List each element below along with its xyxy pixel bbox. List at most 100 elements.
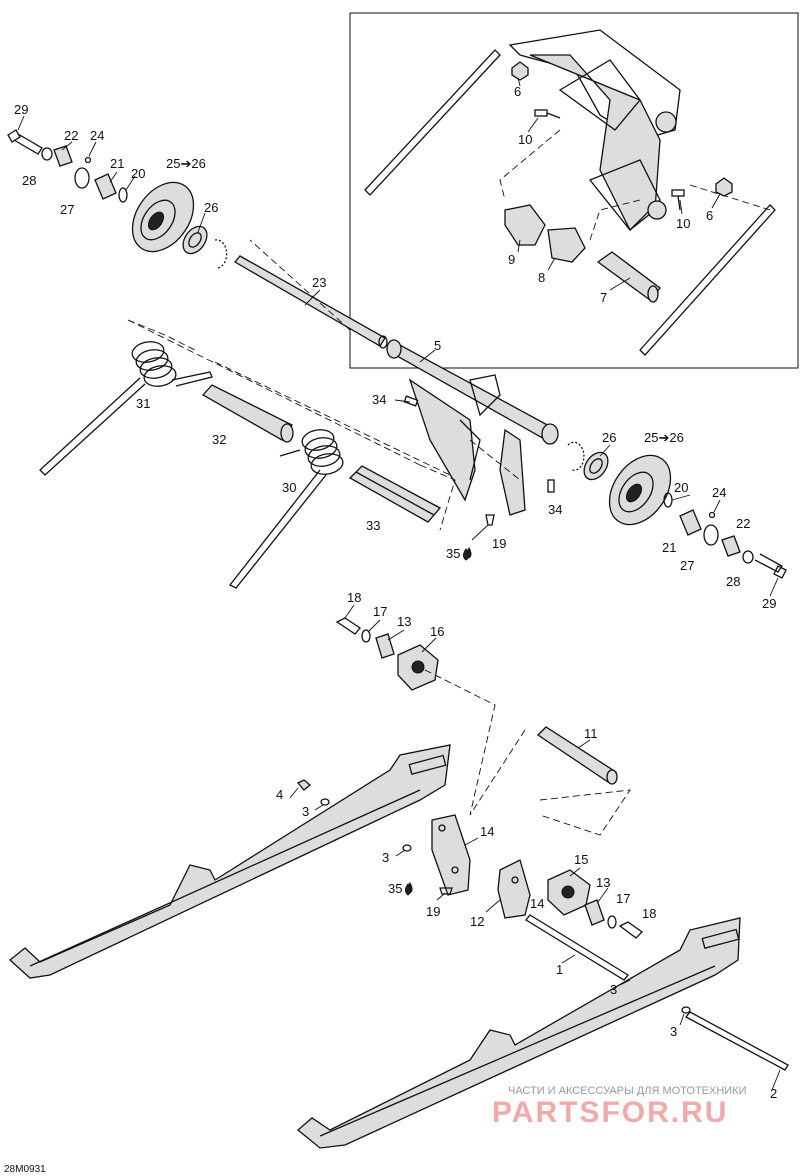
callout-2: 2 <box>770 1086 777 1101</box>
washer-28-left <box>41 147 53 161</box>
callout-4: 4 <box>276 787 283 802</box>
callout-14-top: 14 <box>480 824 494 839</box>
pin-24-right <box>708 511 716 519</box>
washer-27-left <box>74 167 90 189</box>
callout-13-top: 13 <box>397 614 411 629</box>
callout-5: 5 <box>434 338 441 353</box>
pin-24-left <box>84 156 92 164</box>
callout-34-right: 34 <box>548 502 562 517</box>
callout-34-left: 34 <box>372 392 386 407</box>
callout-3-a: 3 <box>302 804 309 819</box>
callout-17-top: 17 <box>373 604 387 619</box>
callout-23: 23 <box>312 275 326 290</box>
callout-24-right: 24 <box>712 485 726 500</box>
callout-6-inset-top: 6 <box>514 84 521 99</box>
callout-27-right: 27 <box>680 558 694 573</box>
washer-17-bottom <box>607 915 617 929</box>
callout-14-bottom: 14 <box>530 896 544 911</box>
watermark-tagline: ЧАСТИ И АКСЕССУАРЫ ДЛЯ МОТОТЕХНИКИ <box>508 1085 747 1097</box>
wheel-25-right <box>608 454 672 526</box>
callout-16: 16 <box>430 624 444 639</box>
callout-6-inset-right: 6 <box>706 208 713 223</box>
rail-left <box>8 744 451 979</box>
callout-18-bottom: 18 <box>642 906 656 921</box>
callout-9: 9 <box>508 252 515 267</box>
wheel-25-left <box>131 181 195 253</box>
callout-25-26-right: 25➔26 <box>644 430 684 445</box>
callout-3-d: 3 <box>670 1024 677 1039</box>
bushing-13-top <box>375 633 395 659</box>
callout-20-top: 20 <box>131 166 145 181</box>
bearing-26-right <box>583 451 609 481</box>
shaft-11 <box>536 726 618 785</box>
shaft-23 <box>234 255 388 349</box>
bolt-18-bottom <box>618 921 644 939</box>
callout-31: 31 <box>136 396 150 411</box>
grease-fitting-19-top <box>485 514 495 526</box>
circlip-right <box>567 441 585 471</box>
nut-6-right <box>715 177 733 197</box>
callout-21-right: 21 <box>662 540 676 555</box>
rod-1 <box>525 914 629 981</box>
rail-right <box>296 917 741 1149</box>
roller-33 <box>348 465 442 523</box>
callout-29-top: 29 <box>14 102 28 117</box>
block-16 <box>397 644 439 691</box>
washer-28-right <box>742 550 754 564</box>
callout-21-top: 21 <box>110 156 124 171</box>
callout-3-b: 3 <box>382 850 389 865</box>
sleeve-32 <box>201 384 294 443</box>
washers-3 <box>296 779 691 1014</box>
callout-32: 32 <box>212 432 226 447</box>
callout-20-right: 20 <box>674 480 688 495</box>
callouts: 29 22 24 28 21 20 25➔26 27 26 6 10 10 6 … <box>14 84 777 1101</box>
ring-20-right <box>663 492 673 508</box>
callout-25-26-top: 25➔26 <box>166 156 206 171</box>
callout-7: 7 <box>600 290 607 305</box>
cross-shaft-5 <box>386 339 559 516</box>
assembly-lines <box>127 239 631 836</box>
washer-17-top <box>361 629 371 643</box>
bolt-34-right <box>547 479 555 493</box>
ring-20-left <box>118 187 128 203</box>
bolt-29-left <box>7 129 43 155</box>
washer-27-right <box>703 524 719 546</box>
oil-drop-icon <box>405 548 469 896</box>
callout-28-top: 28 <box>22 173 36 188</box>
bushing-21-right <box>679 509 702 536</box>
bearing-26-left <box>182 225 208 255</box>
rod-2 <box>685 1011 789 1071</box>
callout-18-top: 18 <box>347 590 361 605</box>
callout-33: 33 <box>366 518 380 533</box>
bracket-9 <box>504 204 546 246</box>
plate-12-left <box>431 814 471 896</box>
callout-19-top: 19 <box>492 536 506 551</box>
callout-29-right: 29 <box>762 596 776 611</box>
bushing-13-bottom <box>584 899 605 926</box>
callout-12: 12 <box>470 914 484 929</box>
grease-fitting-19-bottom <box>439 887 453 895</box>
spacer-22-left <box>53 145 73 167</box>
callout-27-top: 27 <box>60 202 74 217</box>
watermark-logo: PARTSFOR.RU <box>492 1096 728 1129</box>
callout-1: 1 <box>556 962 563 977</box>
callout-11: 11 <box>584 726 598 741</box>
block-15 <box>547 869 591 916</box>
nut-6-top <box>511 61 529 81</box>
callout-17-bottom: 17 <box>616 891 630 906</box>
callout-13-bottom: 13 <box>596 875 610 890</box>
callout-8: 8 <box>538 270 545 285</box>
callout-35-bottom: 35 <box>388 881 402 896</box>
spring-31 <box>39 341 213 476</box>
callout-15: 15 <box>574 852 588 867</box>
callout-10-inset-right: 10 <box>676 216 690 231</box>
callout-10-inset-left: 10 <box>518 132 532 147</box>
bolt-10-right <box>671 189 685 211</box>
callout-19-bottom: 19 <box>426 904 440 919</box>
callout-22-right: 22 <box>736 516 750 531</box>
bolt-10-left <box>534 109 561 119</box>
callout-26-right: 26 <box>602 430 616 445</box>
bushing-21-left <box>94 173 117 200</box>
callout-3-c: 3 <box>610 982 617 997</box>
